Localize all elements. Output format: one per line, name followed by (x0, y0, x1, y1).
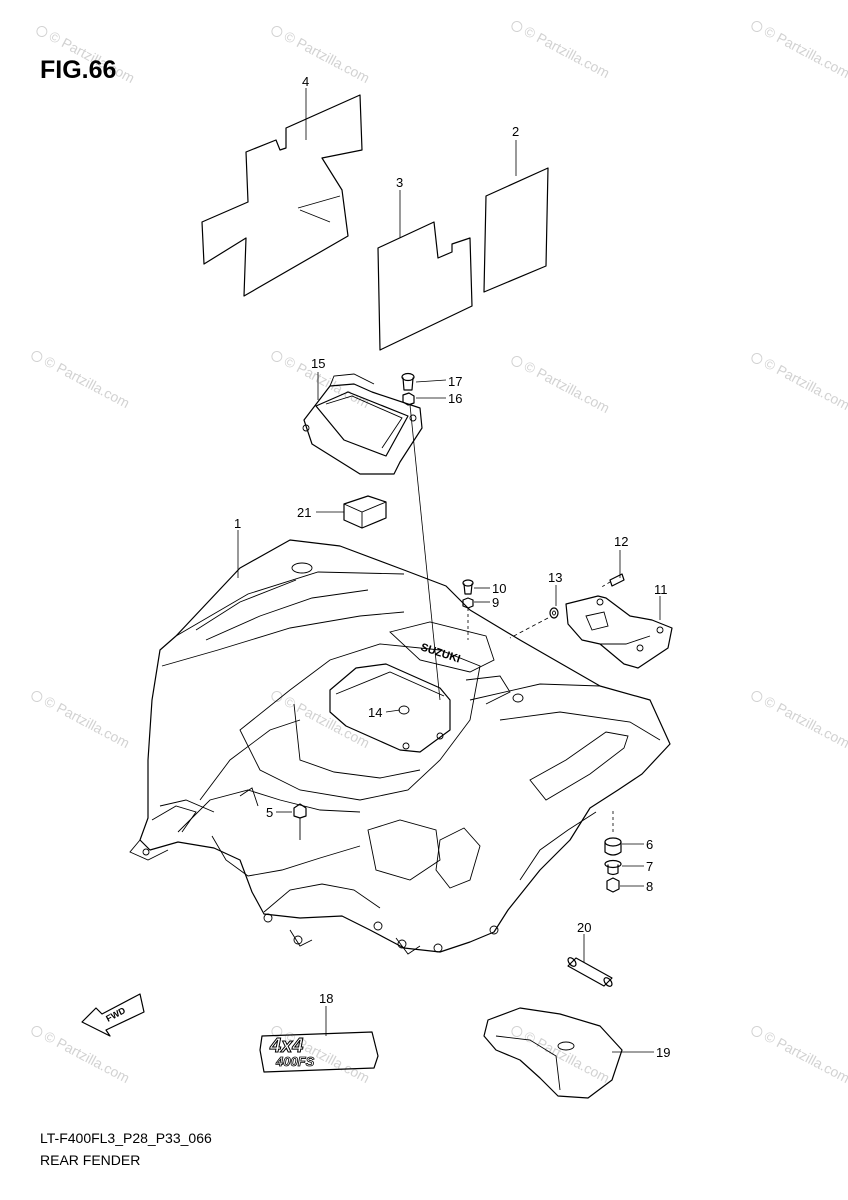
watermark-text: © Partzilla.com (42, 1028, 133, 1086)
figure-title: FIG.66 (40, 56, 117, 84)
callout-11: 11 (654, 582, 668, 597)
part-12-screw (609, 573, 625, 587)
part-8-bolt (606, 877, 620, 893)
part-21-cushion (343, 495, 387, 529)
decal-400fs-text: 400FS (275, 1054, 315, 1069)
callout-20: 20 (577, 920, 591, 935)
fender-brand-text: SUZUKI (419, 641, 462, 665)
callout-16: 16 (448, 391, 462, 406)
callout-8: 8 (646, 879, 653, 894)
watermark-text: © Partzilla.com (282, 353, 373, 411)
model-code: LT-F400FL3_P28_P33_066 (40, 1130, 212, 1146)
section-name: REAR FENDER (40, 1152, 141, 1168)
watermark-text: © Partzilla.com (42, 693, 133, 751)
fwd-direction-arrow: FWD (81, 993, 145, 1037)
watermark-text: © Partzilla.com (762, 1028, 848, 1086)
watermark-text: © Partzilla.com (282, 28, 373, 86)
part-20-pin (567, 957, 613, 987)
part-2-sheet (483, 167, 549, 293)
part-4-sheet (201, 94, 363, 297)
callout-7: 7 (646, 859, 653, 874)
part-14-utility-box (329, 663, 451, 753)
decal-4x4-text: 4x4 (269, 1035, 303, 1057)
callout-9: 9 (492, 595, 499, 610)
watermark-text: © Partzilla.com (762, 693, 848, 751)
part-19-cover (483, 1007, 623, 1099)
part-13-washer (549, 607, 559, 619)
part-7-collar (604, 859, 622, 876)
part-9-nut (462, 597, 474, 609)
part-6-grommet (604, 837, 622, 856)
watermark-text: © Partzilla.com (42, 353, 133, 411)
watermark-text: © Partzilla.com (522, 1028, 613, 1086)
part-15-tray (302, 373, 423, 475)
callout-14: 14 (368, 705, 382, 720)
callout-labels: 4 2 3 15 17 16 21 1 12 13 10 9 11 14 5 6… (234, 74, 670, 1060)
bracket-screw-guide (599, 581, 611, 589)
callout-5: 5 (266, 805, 273, 820)
callout-3: 3 (396, 175, 403, 190)
leader-lines (237, 88, 661, 1053)
callout-21: 21 (297, 505, 311, 520)
watermark-layer: © Partzilla.com © Partzilla.com © Partzi… (31, 20, 848, 1086)
part-3-sheet (377, 221, 473, 351)
callout-18: 18 (319, 991, 333, 1006)
callout-15: 15 (311, 356, 325, 371)
part-16-nut (402, 392, 415, 406)
callout-19: 19 (656, 1045, 670, 1060)
part-1-rear-fender: SUZUKI (129, 539, 671, 955)
part-17-screw (401, 372, 415, 391)
part-5-bolt (293, 803, 307, 840)
part-11-bracket (565, 595, 673, 669)
callout-1: 1 (234, 516, 241, 531)
washer-guide-line (509, 617, 549, 639)
watermark-text: © Partzilla.com (762, 23, 848, 81)
callout-4: 4 (302, 74, 309, 89)
mount-guide-line (409, 404, 441, 701)
callout-10: 10 (492, 581, 506, 596)
callout-2: 2 (512, 124, 519, 139)
watermark-text: © Partzilla.com (762, 355, 848, 413)
watermark-text: © Partzilla.com (522, 358, 613, 416)
callout-6: 6 (646, 837, 653, 852)
callout-13: 13 (548, 570, 562, 585)
watermark-text: © Partzilla.com (522, 23, 613, 81)
part-10-screw (462, 579, 474, 595)
part-18-decal: 4x4 400FS (259, 1031, 379, 1073)
callout-12: 12 (614, 534, 628, 549)
callout-17: 17 (448, 374, 462, 389)
